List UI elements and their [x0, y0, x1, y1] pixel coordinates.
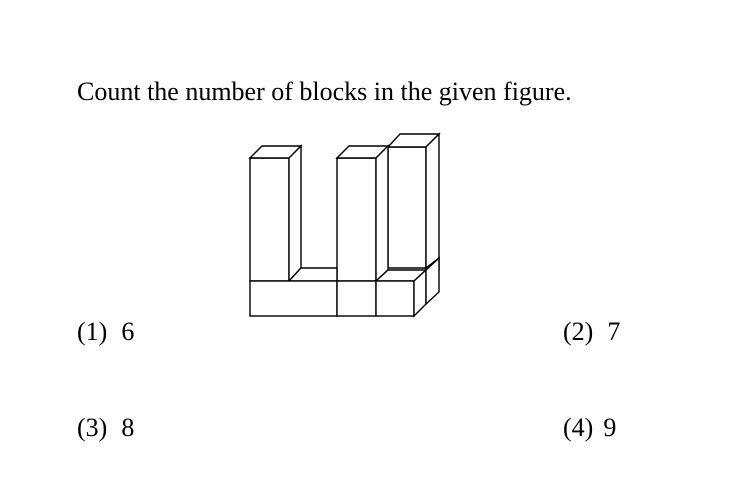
left-tall-block [248, 144, 303, 283]
option-1[interactable]: (1) 6 [77, 316, 134, 348]
middle-tall-block [335, 144, 390, 283]
option-1-number: (1) [77, 317, 108, 346]
right-tall-block [386, 132, 441, 270]
option-2-value: 7 [607, 317, 621, 346]
option-2-number: (2) [563, 317, 594, 346]
option-3-number: (3) [77, 413, 108, 442]
option-3[interactable]: (3) 8 [77, 412, 134, 444]
option-2[interactable]: (2) 7 [563, 316, 620, 348]
option-4[interactable]: (4) 9 [563, 412, 616, 444]
bottom-row-blocks [249, 256, 440, 318]
question-text: Count the number of blocks in the given … [77, 77, 572, 106]
option-4-number: (4) [563, 413, 594, 442]
option-1-value: 6 [121, 317, 135, 346]
option-3-value: 8 [121, 413, 135, 442]
option-4-value: 9 [603, 413, 617, 442]
